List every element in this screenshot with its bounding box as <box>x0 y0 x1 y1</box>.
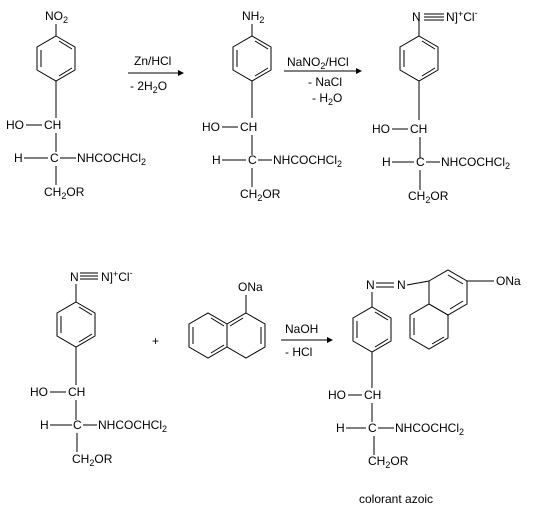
arrow1-byproduct: - 2H2O <box>130 79 167 95</box>
amide-label: NHCOCHCl2 <box>273 153 342 169</box>
molecule-diazonium-1: N N]+Cl- HO CH H C NHCOCHCl2 CH2OR <box>372 8 510 205</box>
c-label: C <box>248 153 257 167</box>
amide-label: NHCOCHCl2 <box>395 421 464 437</box>
ch2or-label: CH2OR <box>72 452 113 468</box>
c-label: C <box>416 155 425 169</box>
ring-double-bond <box>421 67 436 77</box>
plus-sign: + <box>152 334 159 348</box>
hydroxy-label: HO <box>202 120 220 134</box>
ring-double-bond <box>78 333 93 343</box>
azo-n1: N <box>366 278 375 292</box>
ch-label: CH <box>68 385 85 399</box>
ring-double-bond <box>58 67 73 77</box>
ring-double-bond <box>374 311 389 321</box>
amide-label: NHCOCHCl2 <box>441 155 510 171</box>
naphthalene-ring-top <box>428 269 468 316</box>
azo-n2: N <box>397 278 406 292</box>
molecule-azo-product: N N ONa HO CH H C NHCOCHCl2 CH2OR <box>328 269 521 470</box>
ch2or-label: CH2OR <box>240 187 281 203</box>
naphthalene-ring-left <box>188 312 228 359</box>
arrow-head <box>327 337 333 343</box>
molecule-naphtholate: ONa <box>188 280 266 359</box>
molecule-diazonium-2: N N]+Cl- HO CH H C NHCOCHCl2 CH2OR <box>30 268 167 468</box>
diazo-n1: N <box>412 10 421 24</box>
arrow-head <box>178 70 184 76</box>
hydroxy-label: HO <box>6 118 24 132</box>
arrow3-reagent: NaOH <box>285 322 318 336</box>
ch2or-label: CH2OR <box>44 185 85 201</box>
arrow3-byproduct: - HCl <box>285 345 312 359</box>
ch2or-label: CH2OR <box>408 189 449 205</box>
diazo-n1: N <box>70 270 79 284</box>
product-caption: colorant azoic <box>359 492 433 506</box>
c-label: C <box>73 418 82 432</box>
nitro-group-label: NO2 <box>45 9 68 25</box>
ring-double-bond <box>254 67 269 77</box>
amide-label: NHCOCHCl2 <box>98 418 167 434</box>
molecule-amino: NH2 HO CH H C NHCOCHCl2 CH2OR <box>202 9 342 203</box>
ring-double-bond <box>78 306 93 316</box>
c-label: C <box>368 421 377 435</box>
arrow2-byproduct-2: - H2O <box>312 91 342 107</box>
benzene-ring <box>352 306 392 353</box>
amide-label: NHCOCHCl2 <box>77 151 146 167</box>
benzene-ring <box>399 35 439 82</box>
ring-double-bond <box>254 40 269 50</box>
ring-double-bond <box>210 344 225 354</box>
arrow2-byproduct-1: - NaCl <box>308 75 342 89</box>
ring-double-bond <box>374 338 389 348</box>
ch-label: CH <box>364 388 381 402</box>
h-label: H <box>336 421 345 435</box>
arrow2-reagent: NaNO2/HCl <box>287 55 349 71</box>
ring-double-bond <box>449 300 464 310</box>
arrow1-reagent: Zn/HCl <box>134 54 171 68</box>
ch-label: CH <box>240 120 257 134</box>
h-label: H <box>14 151 23 165</box>
ch-label: CH <box>410 122 427 136</box>
ring-double-bond <box>58 40 73 50</box>
ona-label: ONa <box>238 280 263 294</box>
h-label: H <box>40 418 49 432</box>
reaction-arrow-1: Zn/HCl - 2H2O <box>128 54 184 95</box>
ch2or-label: CH2OR <box>368 454 409 470</box>
arrow-head <box>356 68 362 74</box>
ring-double-bond <box>421 40 436 50</box>
diazo-n2: N]+Cl- <box>446 8 478 24</box>
h-label: H <box>382 155 391 169</box>
naphthalene-ring-bottom <box>409 303 449 350</box>
hydroxy-label: HO <box>30 385 48 399</box>
bond <box>406 280 430 286</box>
reaction-arrow-3: NaOH - HCl <box>281 322 333 359</box>
benzene-ring <box>56 301 96 348</box>
hydroxy-label: HO <box>328 388 346 402</box>
ring-double-bond <box>431 336 445 345</box>
amino-group-label: NH2 <box>242 9 264 25</box>
diazo-n2: N]+Cl- <box>101 268 133 284</box>
hydroxy-label: HO <box>372 122 390 136</box>
c-label: C <box>50 151 59 165</box>
ch-label: CH <box>44 118 61 132</box>
ona-label: ONa <box>496 274 521 288</box>
naphthalene-ring-right <box>226 312 266 359</box>
ring-double-bond <box>210 317 225 327</box>
benzene-ring <box>36 35 76 82</box>
h-label: H <box>212 153 221 167</box>
ring-double-bond <box>447 274 464 285</box>
molecule-nitro: NO2 HO CH H C NHCOCHCl2 CH2OR <box>6 9 146 201</box>
reaction-arrow-2: NaNO2/HCl - NaCl - H2O <box>284 55 362 107</box>
ring-double-bond <box>229 317 244 327</box>
benzene-ring <box>232 35 272 82</box>
